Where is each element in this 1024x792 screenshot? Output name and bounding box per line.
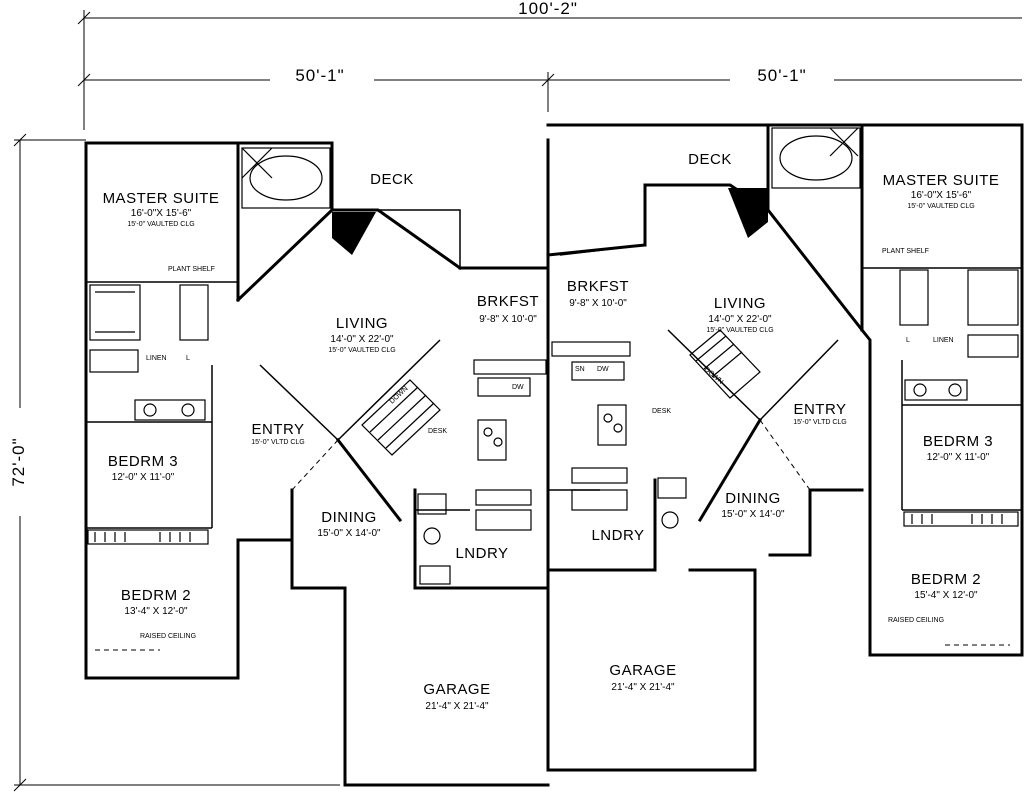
left-living-size: 14'-0" X 22'-0" <box>330 334 394 345</box>
left-dining-size: 15'-0" X 14'-0" <box>317 528 381 539</box>
left-master-suite-ceiling: 15'-0" VAULTED CLG <box>127 221 194 228</box>
right-bedroom2-size: 15'-4" X 12'-0" <box>914 590 978 601</box>
left-bedroom3-size: 12'-0" X 11'-0" <box>112 472 175 483</box>
left-breakfast-size: 9'-8" X 10'-0" <box>479 314 537 325</box>
right-master-suite-size: 16'-0"X 15'-6" <box>911 190 972 201</box>
right-unit-walls <box>546 123 1024 772</box>
right-plant-shelf-label: PLANT SHELF <box>882 248 929 255</box>
left-desk-label: DESK <box>428 428 447 435</box>
right-linen-label: LINEN <box>933 337 954 344</box>
left-dishwasher-label: DW <box>512 384 524 391</box>
right-unit-fixtures <box>551 127 1019 529</box>
left-bedroom2-size: 13'-4" X 12'-0" <box>124 606 188 617</box>
left-unit-fixtures <box>87 147 547 585</box>
right-desk-label: DESK <box>652 408 671 415</box>
right-dining-label: DINING <box>725 490 781 507</box>
right-bedroom2-label: BEDRM 2 <box>911 571 981 588</box>
right-linen-l-label: L <box>906 337 910 344</box>
right-living-size: 14'-0" X 22'-0" <box>708 314 772 325</box>
right-entry-ceiling: 15'-0" VLTD CLG <box>793 419 847 426</box>
left-master-suite-label: MASTER SUITE <box>103 190 220 207</box>
left-bedroom3-label: BEDRM 3 <box>108 453 178 470</box>
right-bedroom3-size: 12'-0" X 11'-0" <box>927 452 990 463</box>
right-breakfast-size: 9'-8" X 10'-0" <box>569 298 627 309</box>
left-unit-walls <box>84 138 550 787</box>
right-sink-label: SN <box>575 366 585 373</box>
left-living-ceiling: 15'-0" VAULTED CLG <box>328 347 395 354</box>
right-breakfast-label: BRKFST <box>567 278 629 295</box>
left-master-suite-size: 16'-0"X 15'-6" <box>131 208 192 219</box>
left-entry-label: ENTRY <box>251 421 304 438</box>
left-plant-shelf-label: PLANT SHELF <box>168 266 215 273</box>
left-bedroom2-label: BEDRM 2 <box>121 587 191 604</box>
right-laundry-label: LNDRY <box>591 527 644 544</box>
right-half-width-dimension: 50'-1" <box>757 66 806 85</box>
left-living-label: LIVING <box>336 315 388 332</box>
left-laundry-label: LNDRY <box>455 545 508 562</box>
left-linen-l-label: L <box>186 355 190 362</box>
right-master-suite-ceiling: 15'-0" VAULTED CLG <box>907 203 974 210</box>
depth-dimension: 72'-0" <box>9 437 28 486</box>
right-entry-label: ENTRY <box>793 401 846 418</box>
right-raised-ceiling-label: RAISED CEILING <box>888 617 944 624</box>
left-raised-ceiling-label: RAISED CEILING <box>140 633 196 640</box>
right-garage-size: 21'-4" X 21'-4" <box>611 682 675 693</box>
right-living-ceiling: 15'-0" VAULTED CLG <box>706 327 773 334</box>
left-half-width-dimension: 50'-1" <box>295 66 344 85</box>
right-deck-label: DECK <box>688 151 732 168</box>
left-garage-label: GARAGE <box>423 681 490 698</box>
left-breakfast-label: BRKFST <box>477 293 539 310</box>
right-bedroom3-label: BEDRM 3 <box>923 433 993 450</box>
right-garage-label: GARAGE <box>609 662 676 679</box>
right-dishwasher-label: DW <box>597 366 609 373</box>
left-linen-label: LINEN <box>146 355 167 362</box>
right-living-label: LIVING <box>714 295 766 312</box>
overall-width-dimension: 100'-2" <box>518 0 578 18</box>
left-deck-label: DECK <box>370 171 414 188</box>
left-entry-ceiling: 15'-0" VLTD CLG <box>251 439 305 446</box>
left-dining-label: DINING <box>321 509 377 526</box>
right-dining-size: 15'-0" X 14'-0" <box>721 509 785 520</box>
left-garage-size: 21'-4" X 21'-4" <box>425 701 489 712</box>
right-master-suite-label: MASTER SUITE <box>883 172 1000 189</box>
dimension-lines <box>13 10 1022 792</box>
